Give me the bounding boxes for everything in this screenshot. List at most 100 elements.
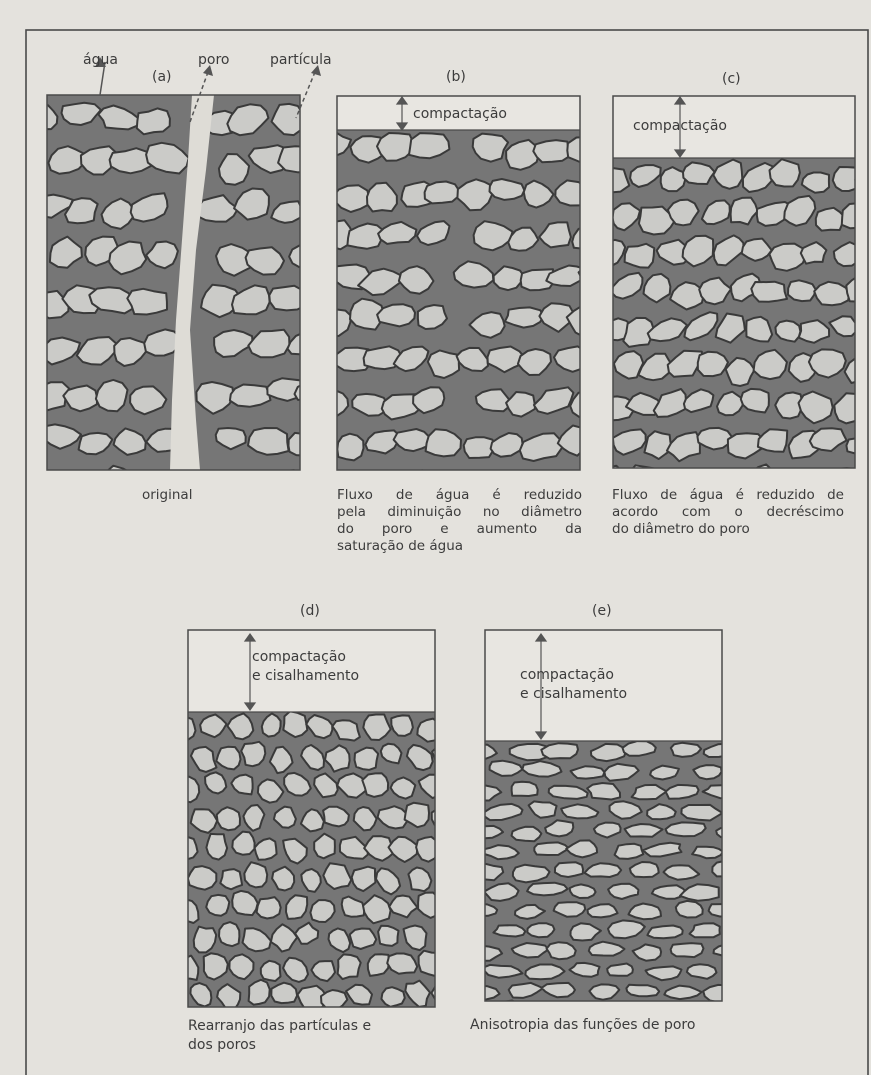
panel-a-particle-64 — [34, 475, 66, 504]
panel-e-caption-line-1: Anisotropia das funções de poro — [470, 1017, 695, 1033]
panel-d-particle-94 — [338, 954, 361, 979]
panel-b-particle-38 — [505, 307, 543, 327]
panel-e-particle-55 — [732, 885, 766, 902]
panel-e-letter: (e) — [592, 604, 612, 618]
panel-e-particle-68 — [690, 923, 720, 937]
panel-c-particle-0 — [593, 168, 629, 194]
panel-d-particle-84 — [378, 926, 398, 946]
panel-c-particle-36 — [788, 280, 816, 301]
panel-a-particle-70 — [237, 472, 268, 493]
panel-d-particle-45 — [206, 834, 227, 860]
panel-a-particle-35 — [127, 289, 167, 315]
panel-e-particle-63 — [493, 925, 525, 936]
panel-a-particle-73 — [44, 515, 76, 544]
panel-d-particle-120 — [446, 1016, 470, 1043]
panel-c-particle-21 — [625, 244, 655, 268]
panel-c-particle-98 — [841, 504, 868, 526]
panel-d-caption: Rearranjo das partículas e dos poros — [188, 1017, 371, 1055]
panel-b-particle-15 — [555, 180, 591, 205]
panel-e-particle-75 — [671, 943, 704, 957]
panel-b-caption: Fluxo de água é reduzido pela diminuição… — [337, 487, 582, 555]
panel-d-particle-118 — [392, 1010, 420, 1039]
panel-e-particle-96 — [689, 1003, 723, 1017]
panel-e-particle-97 — [729, 1005, 760, 1022]
panel-a — [26, 95, 355, 552]
panel-e-particle-62 — [709, 904, 741, 917]
panel-c-particle-29 — [861, 240, 871, 268]
panel-d-particle-69 — [257, 897, 281, 918]
panel-c-caption: Fluxo de água é reduzido de acordo com o… — [612, 487, 844, 538]
panel-d-particle-17 — [355, 748, 379, 770]
panel-c-particle-18 — [842, 203, 871, 228]
panel-e-particle-93 — [571, 1003, 607, 1017]
panel-c-particle-17 — [816, 208, 845, 231]
panel-d-particle-34 — [217, 807, 240, 830]
panel-d-particle-8 — [391, 715, 413, 736]
panel-d-particle-22 — [175, 777, 200, 803]
panel-e-particle-33 — [666, 822, 706, 836]
panel-a-particle-80 — [282, 517, 319, 546]
panel-d-particle-97 — [419, 951, 445, 976]
panel-d-particle-43 — [465, 806, 484, 829]
panel-e-particle-59 — [588, 904, 618, 917]
panel-d-particle-57 — [244, 862, 267, 887]
panel-e-particle-41 — [727, 845, 767, 860]
panel-a-particle-30 — [289, 244, 322, 268]
panel-d — [172, 630, 485, 1042]
panel-e-particle-61 — [676, 901, 703, 918]
panel-a-particle-61 — [248, 428, 289, 455]
panel-d-letter: (d) — [300, 604, 320, 618]
panel-e-particle-48 — [712, 861, 742, 877]
panel-e-particle-69 — [724, 923, 764, 937]
panel-d-particle-4 — [283, 711, 307, 737]
panel-d-particle-91 — [261, 961, 281, 981]
panel-a-particle-77 — [179, 518, 221, 549]
label-particula: partícula — [270, 53, 332, 67]
panel-c-particle-8 — [833, 167, 860, 191]
panel-d-compaction-label-1: compactação — [252, 650, 346, 664]
panel-e-particle-67 — [647, 926, 682, 939]
panel-e-particle-90 — [703, 985, 739, 1002]
panel-a-letter: (a) — [152, 70, 172, 84]
panel-c-caption-line-2: acordo com o decréscimo — [612, 504, 844, 521]
panel-d-particle-98 — [447, 957, 473, 977]
panel-e-compaction-label-1: compactação — [520, 668, 614, 682]
panel-d-particle-54 — [447, 830, 472, 857]
panel-a-particle-10 — [110, 148, 152, 173]
panel-e-particle-13 — [732, 761, 759, 779]
panel-a-particle-65 — [66, 476, 97, 497]
panel-a-caption-line-1: original — [142, 487, 192, 503]
panel-e-particle-27 — [725, 802, 758, 815]
panel-d-particle-55 — [188, 866, 217, 890]
panel-c-compaction-label: compactação — [633, 119, 727, 133]
panel-b-particle-35 — [377, 304, 415, 326]
panel-d-caption-line-1: Rearranjo das partículas e — [188, 1017, 371, 1036]
panel-c — [593, 96, 871, 535]
panel-e-particle-76 — [714, 944, 746, 958]
panel-a-particle-3 — [137, 108, 170, 134]
panel-e-particle-91 — [491, 1001, 523, 1018]
panel-e-particle-34 — [716, 827, 743, 839]
panel-e-particle-83 — [729, 962, 768, 979]
panel-d-particle-44 — [172, 836, 198, 860]
panel-b — [315, 96, 622, 547]
panel-e-particle-80 — [607, 964, 633, 976]
panel-a-particle-76 — [154, 526, 183, 548]
panel-b-particle-54 — [476, 389, 510, 411]
panel-e-particle-15 — [512, 782, 538, 796]
panel-e-particle-17 — [587, 783, 620, 800]
panel-d-particle-65 — [463, 863, 485, 885]
panel-d-particle-101 — [249, 980, 270, 1005]
panel-e-particle-95 — [646, 1002, 674, 1017]
panel-a-particle-38 — [269, 286, 310, 311]
panel-a-particle-69 — [199, 472, 231, 502]
panel-e-compaction-label-2: e cisalhamento — [520, 687, 627, 701]
panel-e-particle-2 — [541, 743, 578, 759]
panel-a-particle-39 — [306, 289, 341, 317]
panel-a-particle-75 — [111, 518, 148, 548]
panel-c-particle-88 — [825, 468, 861, 487]
panel-e-caption: Anisotropia das funções de poro — [470, 1017, 695, 1034]
panel-d-particle-96 — [387, 954, 417, 974]
panel-a-particle-74 — [75, 519, 114, 547]
panel-d-particle-106 — [381, 987, 404, 1007]
